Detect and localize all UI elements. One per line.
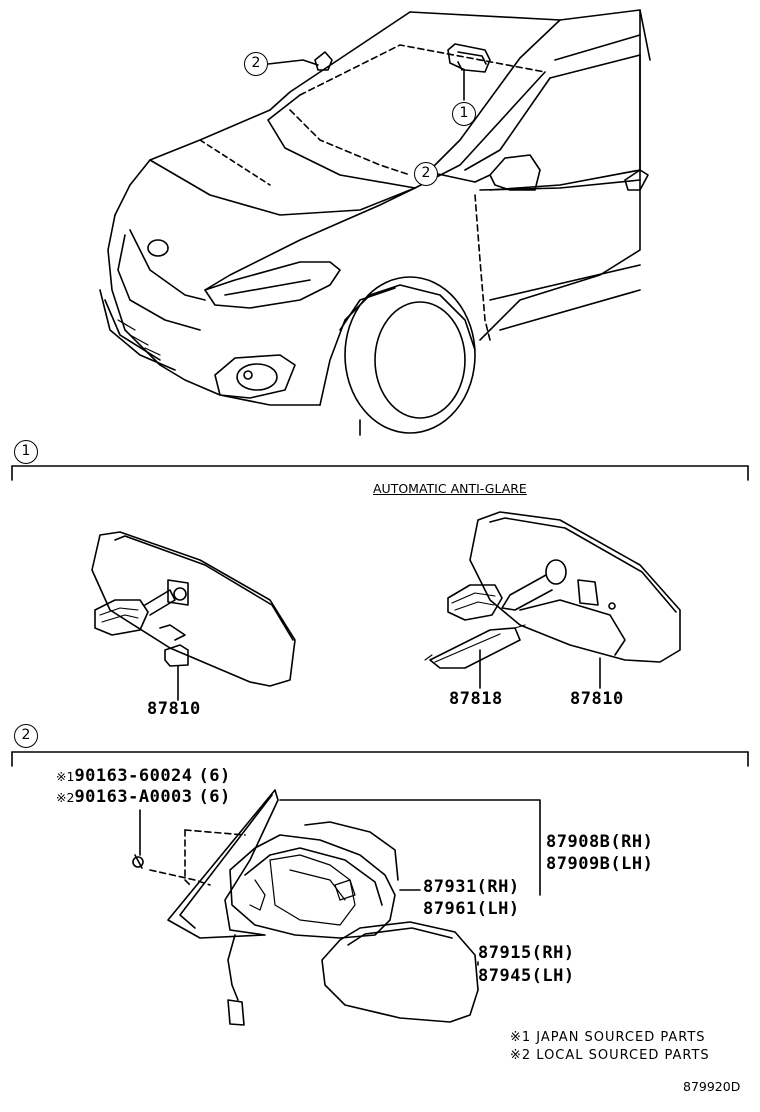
note-local-sourced: ※2 LOCAL SOURCED PARTS [510, 1048, 710, 1063]
section2-divider [11, 751, 749, 767]
part-label-87810-standard: 87810 [147, 699, 201, 719]
bolt-label-1: ※190163-60024(6) [56, 766, 231, 785]
inner-mirror-standard [91, 531, 296, 701]
callout-2-outer-mirror-side: 2 [414, 162, 438, 186]
callout-2-outer-mirror-top: 2 [244, 52, 268, 76]
part-label-87908b-rh: 87908B(RH) [546, 832, 654, 852]
note-japan-sourced: ※1 JAPAN SOURCED PARTS [510, 1030, 706, 1045]
part-label-87909b-lh: 87909B(LH) [546, 854, 654, 874]
part-label-87818: 87818 [449, 689, 503, 709]
part-label-87931-rh: 87931(RH) [423, 877, 520, 897]
section1-marker: 1 [14, 440, 38, 464]
car-illustration [99, 9, 651, 436]
section1-divider [11, 465, 749, 481]
bolt-mark-2: ※2 [56, 790, 75, 805]
callout-1-inner-mirror: 1 [452, 102, 476, 126]
part-label-87810-anti-glare: 87810 [570, 689, 624, 709]
bolt-label-2: ※290163-A0003(6) [56, 787, 231, 806]
bolt-part-1: 90163-60024 [74, 766, 193, 786]
bolt-qty-2: (6) [198, 787, 231, 807]
diagram-id: 879920D [683, 1079, 741, 1094]
section2-marker: 2 [14, 724, 38, 748]
outer-mirror-assembly [132, 789, 541, 1026]
bolt-qty-1: (6) [198, 766, 231, 786]
part-label-87961-lh: 87961(LH) [423, 899, 520, 919]
bolt-mark-1: ※1 [56, 769, 75, 784]
bolt-part-2: 90163-A0003 [74, 787, 193, 807]
part-label-87945-lh: 87945(LH) [478, 966, 575, 986]
anti-glare-subtitle: AUTOMATIC ANTI-GLARE [373, 481, 527, 496]
inner-mirror-anti-glare [424, 511, 681, 689]
part-label-87915-rh: 87915(RH) [478, 943, 575, 963]
